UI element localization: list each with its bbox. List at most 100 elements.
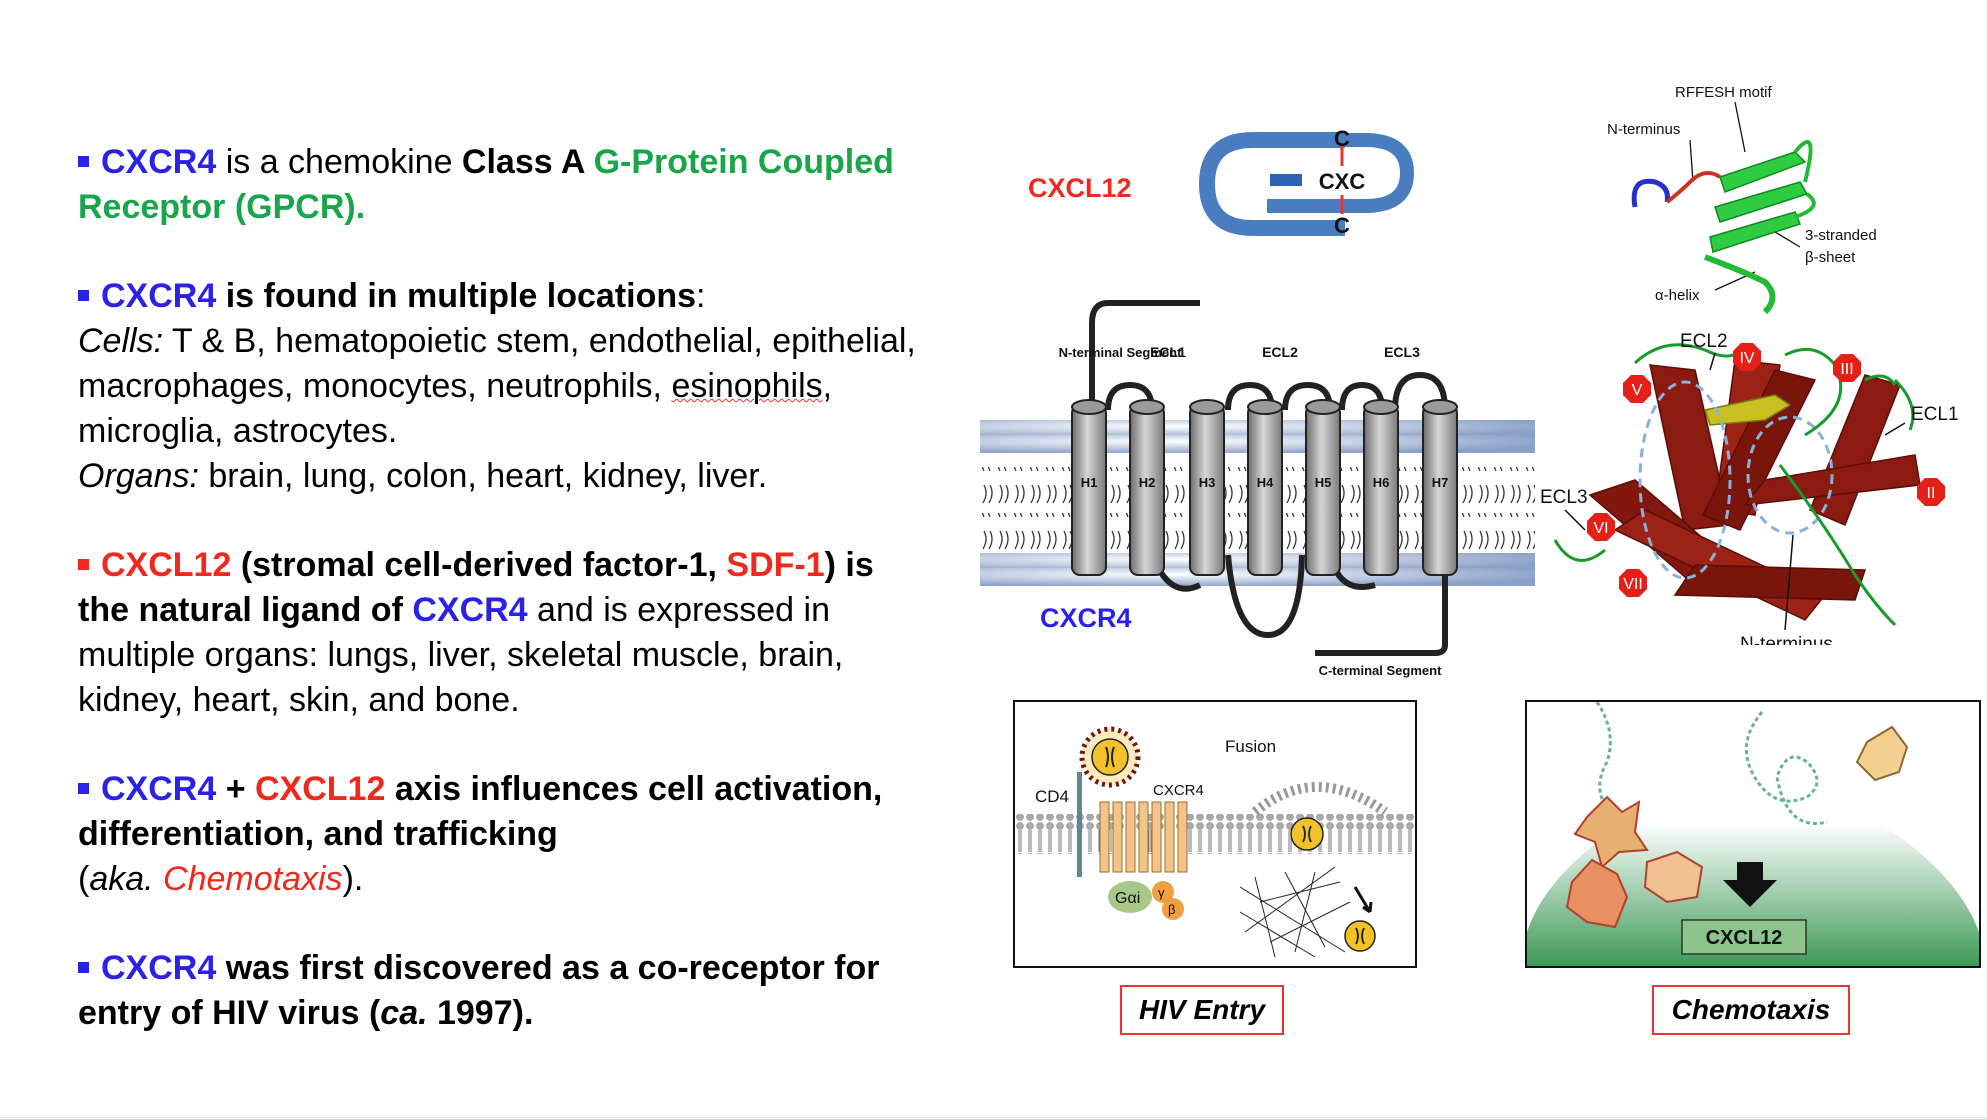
alpha-helix-label: α-helix: [1655, 287, 1700, 304]
helix-label: H3: [1199, 475, 1216, 490]
gamma-label: γ: [1158, 885, 1165, 900]
helix-label: H2: [1139, 475, 1156, 490]
fusing-membrane: [1251, 782, 1388, 817]
cell-membrane: [1015, 814, 1415, 854]
tm-label: VI: [1593, 520, 1608, 537]
bullet-list: CXCR4 is a chemokine Class A G-Protein C…: [78, 140, 918, 1080]
term-cxcr4: CXCR4: [101, 277, 217, 315]
binding-pocket-outline: [1746, 415, 1834, 535]
binding-pocket-outline: [1638, 380, 1732, 580]
migration-trail: [1744, 711, 1828, 825]
hiv-virion: [1079, 726, 1141, 788]
cxcl12-label: CXCL12: [1028, 173, 1132, 203]
n-terminus-label: N-terminus: [1740, 634, 1833, 645]
organs-text: brain, lung, colon, heart, kidney, liver…: [198, 457, 768, 495]
helix-h2: [1129, 399, 1165, 576]
cxcl12-box-label: CXCL12: [1706, 927, 1783, 949]
text: (: [78, 860, 90, 898]
bullet-ligand: CXCL12 (stromal cell-derived factor-1, S…: [78, 543, 918, 723]
hiv-entry-caption: HIV Entry: [1120, 985, 1284, 1035]
g-protein: [1108, 881, 1184, 920]
bullet-square-icon: [78, 558, 89, 570]
term-gpcr: G-Protein Coupled Receptor (GPCR).: [78, 143, 894, 226]
cxcr4-label: CXCR4: [1040, 603, 1132, 633]
cd4-receptor: [1077, 772, 1082, 877]
helix-h3: [1189, 399, 1225, 576]
rffesh-motif-label: RFFESH motif: [1675, 84, 1773, 101]
cxcl12-box: [1681, 919, 1807, 955]
cxcl12-structure: RFFESH motif N-terminus 3-stranded β-she…: [1607, 84, 1877, 315]
text: ).: [342, 860, 364, 898]
down-arrow-icon: [1723, 862, 1777, 907]
term-cxcr4: CXCR4: [412, 591, 528, 629]
text: axis influences cell activation, differe…: [78, 770, 883, 853]
ecl2-label: ECL2: [1262, 344, 1298, 360]
bullet-square-icon: [78, 155, 89, 167]
helix-label: H6: [1373, 475, 1390, 490]
tm-label: IV: [1739, 350, 1754, 367]
ecl3-label: ECL3: [1384, 344, 1420, 360]
hiv-entry-illustration: Fusion CD4 CXCR4 Gαi γ β: [1015, 726, 1415, 958]
cd4-label: CD4: [1035, 787, 1069, 806]
slide-bottom-border: [0, 1117, 1987, 1118]
migration-trail: [1595, 702, 1623, 824]
text: [154, 860, 163, 898]
tm-label: V: [1632, 382, 1643, 399]
term-cxcl12: CXCL12: [101, 546, 232, 584]
cxcr4-label: CXCR4: [1153, 782, 1204, 799]
migrating-cells: [1565, 725, 1909, 929]
chemotaxis-caption: Chemotaxis: [1652, 985, 1850, 1035]
ecl2-label: ECL2: [1680, 331, 1728, 352]
term-cxcr4: CXCR4: [101, 770, 217, 808]
helix-label: H5: [1315, 475, 1332, 490]
tm-label: II: [1927, 485, 1936, 502]
text: ca.: [380, 994, 428, 1032]
fusion-label: Fusion: [1225, 737, 1276, 756]
term-cxcl12: CXCL12: [255, 770, 386, 808]
cells-text: T & B, hematopoietic stem, endothelial, …: [78, 322, 916, 405]
cxcr4-receptor-bars: [1099, 801, 1188, 873]
bullet-square-icon: [78, 961, 89, 973]
cxc-motif-label: CXC: [1319, 169, 1366, 194]
text: +: [216, 770, 255, 808]
viral-capsid: [1290, 817, 1376, 952]
beta-sheet-label: 3-stranded: [1805, 227, 1877, 244]
cells-text-end: , microglia, astrocytes.: [78, 367, 833, 450]
text: (stromal cell-derived factor-1,: [231, 546, 727, 584]
tm-labels: IV III V II VI VII: [1587, 343, 1945, 597]
term-cxcr4: CXCR4: [101, 949, 217, 987]
text: :: [696, 277, 706, 315]
text: is found in multiple locations: [216, 277, 697, 315]
tm-label: III: [1840, 361, 1853, 378]
term-chemotaxis: Chemotaxis: [163, 860, 343, 898]
cysteine-label: C: [1334, 213, 1350, 238]
bullet-hiv: CXCR4 was first discovered as a co-recep…: [78, 946, 918, 1036]
ecl1-label: ECL1: [1150, 344, 1186, 360]
ecl1-label: ECL1: [1911, 404, 1959, 425]
bullet-gpcr: CXCR4 is a chemokine Class A G-Protein C…: [78, 140, 918, 230]
text: ) is the natural ligand of: [78, 546, 874, 629]
n-terminus-label: N-terminus: [1607, 121, 1680, 138]
helix-label: H1: [1081, 475, 1098, 490]
cxcr4-membrane-diagram: H1 H2 H3 H4 H5 H6 H7 N-terminal Segment …: [980, 300, 1535, 678]
c-terminal-segment-label: C-terminal Segment: [1319, 663, 1442, 678]
beta-hairpin: [1704, 394, 1792, 426]
bullet-locations: CXCR4 is found in multiple locations: Ce…: [78, 274, 918, 499]
gai-label: Gαi: [1115, 890, 1140, 907]
helix-label: H4: [1257, 475, 1274, 490]
term-class-a: Class A: [461, 143, 594, 181]
beta-sheet-ribbon: [1703, 140, 1816, 315]
chemotaxis-panel: CXCL12: [1525, 700, 1981, 968]
hiv-entry-panel: Fusion CD4 CXCR4 Gαi γ β: [1013, 700, 1417, 968]
beta-sheet-label: β-sheet: [1805, 249, 1856, 266]
helix-h5: [1305, 399, 1341, 576]
helix-h4: [1247, 399, 1283, 576]
misspelled-word: esinophils: [671, 367, 823, 405]
cxcr4-3d-structure: IV III V II VI VII ECL2 ECL1 ECL3 N-term…: [1540, 331, 1959, 645]
cells-label: Cells:: [78, 322, 164, 360]
beta-label: β: [1168, 902, 1175, 917]
cysteine-label: C: [1334, 128, 1350, 151]
bullet-square-icon: [78, 782, 89, 794]
helix-h6: [1363, 399, 1399, 576]
term-sdf1: SDF-1: [726, 546, 825, 584]
